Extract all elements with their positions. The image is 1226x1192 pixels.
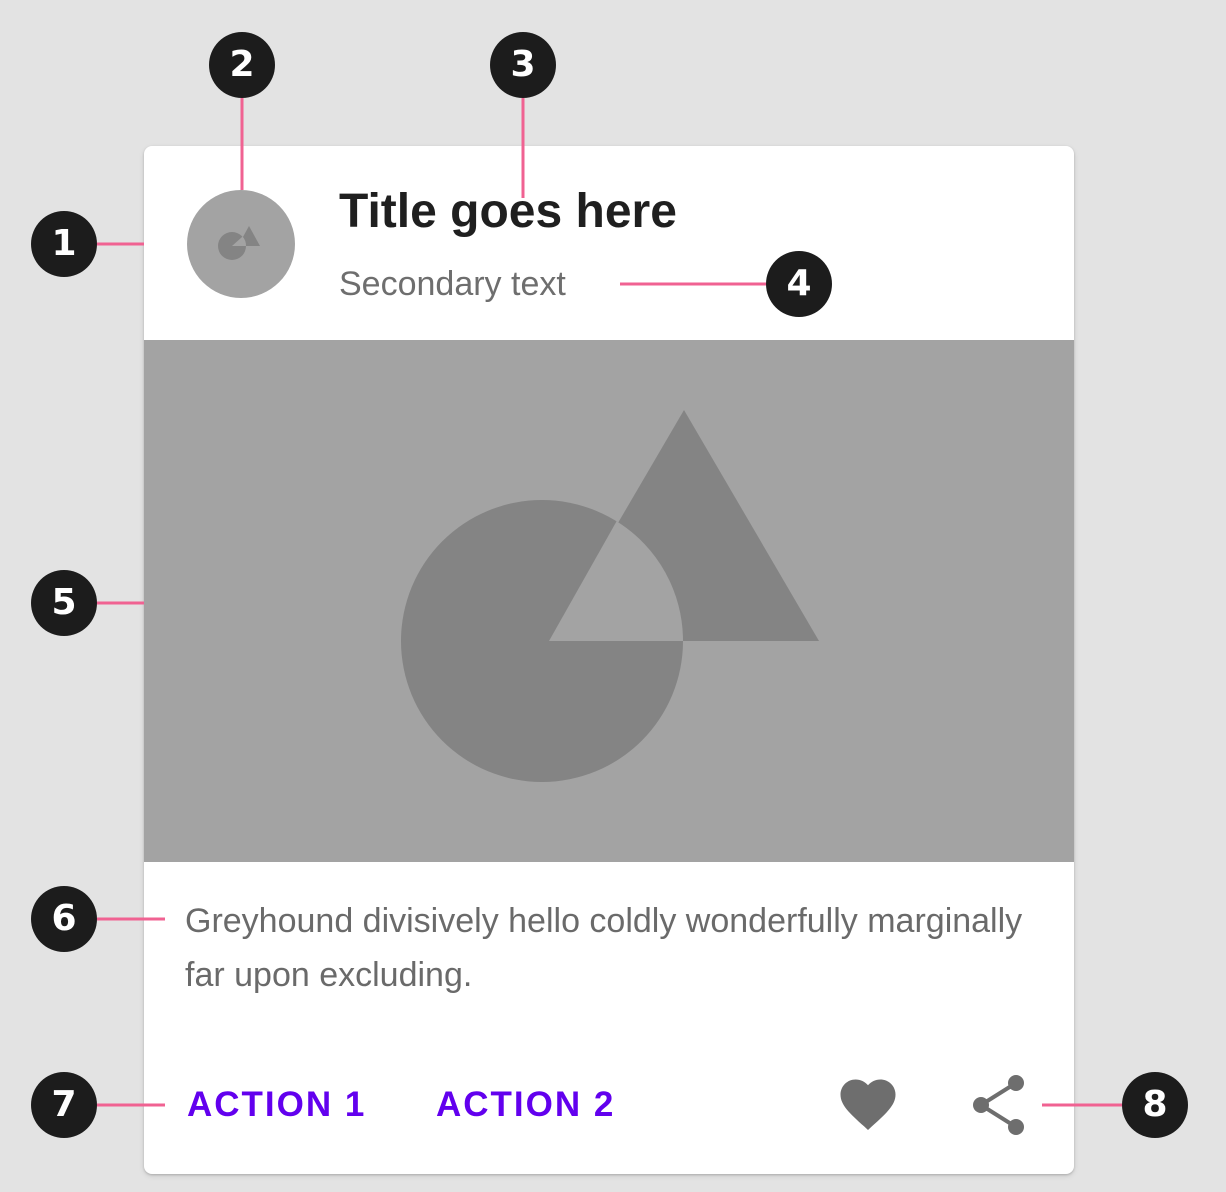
shapes-icon xyxy=(401,410,819,782)
card: Title goes here Secondary text Greyhound… xyxy=(144,146,1074,1174)
shapes-icon xyxy=(218,226,260,260)
callout-marker-6: 6 xyxy=(31,886,97,952)
card-header: Title goes here Secondary text xyxy=(144,146,1074,340)
card-actions: ACTION 1 ACTION 2 xyxy=(144,1066,1074,1144)
card-media xyxy=(144,340,1074,862)
action-2-button[interactable]: ACTION 2 xyxy=(436,1085,616,1124)
card-secondary-text: Secondary text xyxy=(339,265,566,303)
share-button[interactable] xyxy=(966,1072,1032,1138)
callout-marker-7: 7 xyxy=(31,1072,97,1138)
card-supporting-text: Greyhound divisively hello coldly wonder… xyxy=(185,902,1023,994)
card-title: Title goes here xyxy=(339,185,677,238)
callout-marker-8: 8 xyxy=(1122,1072,1188,1138)
callout-marker-4: 4 xyxy=(766,251,832,317)
callout-marker-3: 3 xyxy=(490,32,556,98)
callout-marker-2: 2 xyxy=(209,32,275,98)
action-1-button[interactable]: ACTION 1 xyxy=(187,1085,367,1124)
heart-icon xyxy=(840,1079,896,1130)
favorite-button[interactable] xyxy=(835,1072,901,1138)
callout-marker-1: 1 xyxy=(31,211,97,277)
callout-marker-5: 5 xyxy=(31,570,97,636)
avatar xyxy=(187,190,295,298)
share-icon xyxy=(973,1075,1024,1135)
